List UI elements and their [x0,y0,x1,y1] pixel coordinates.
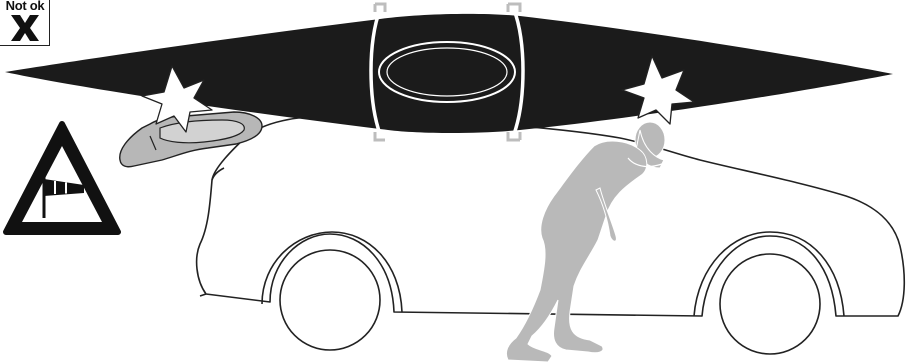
wind-warning-sign [6,124,118,232]
kayak [5,14,893,133]
